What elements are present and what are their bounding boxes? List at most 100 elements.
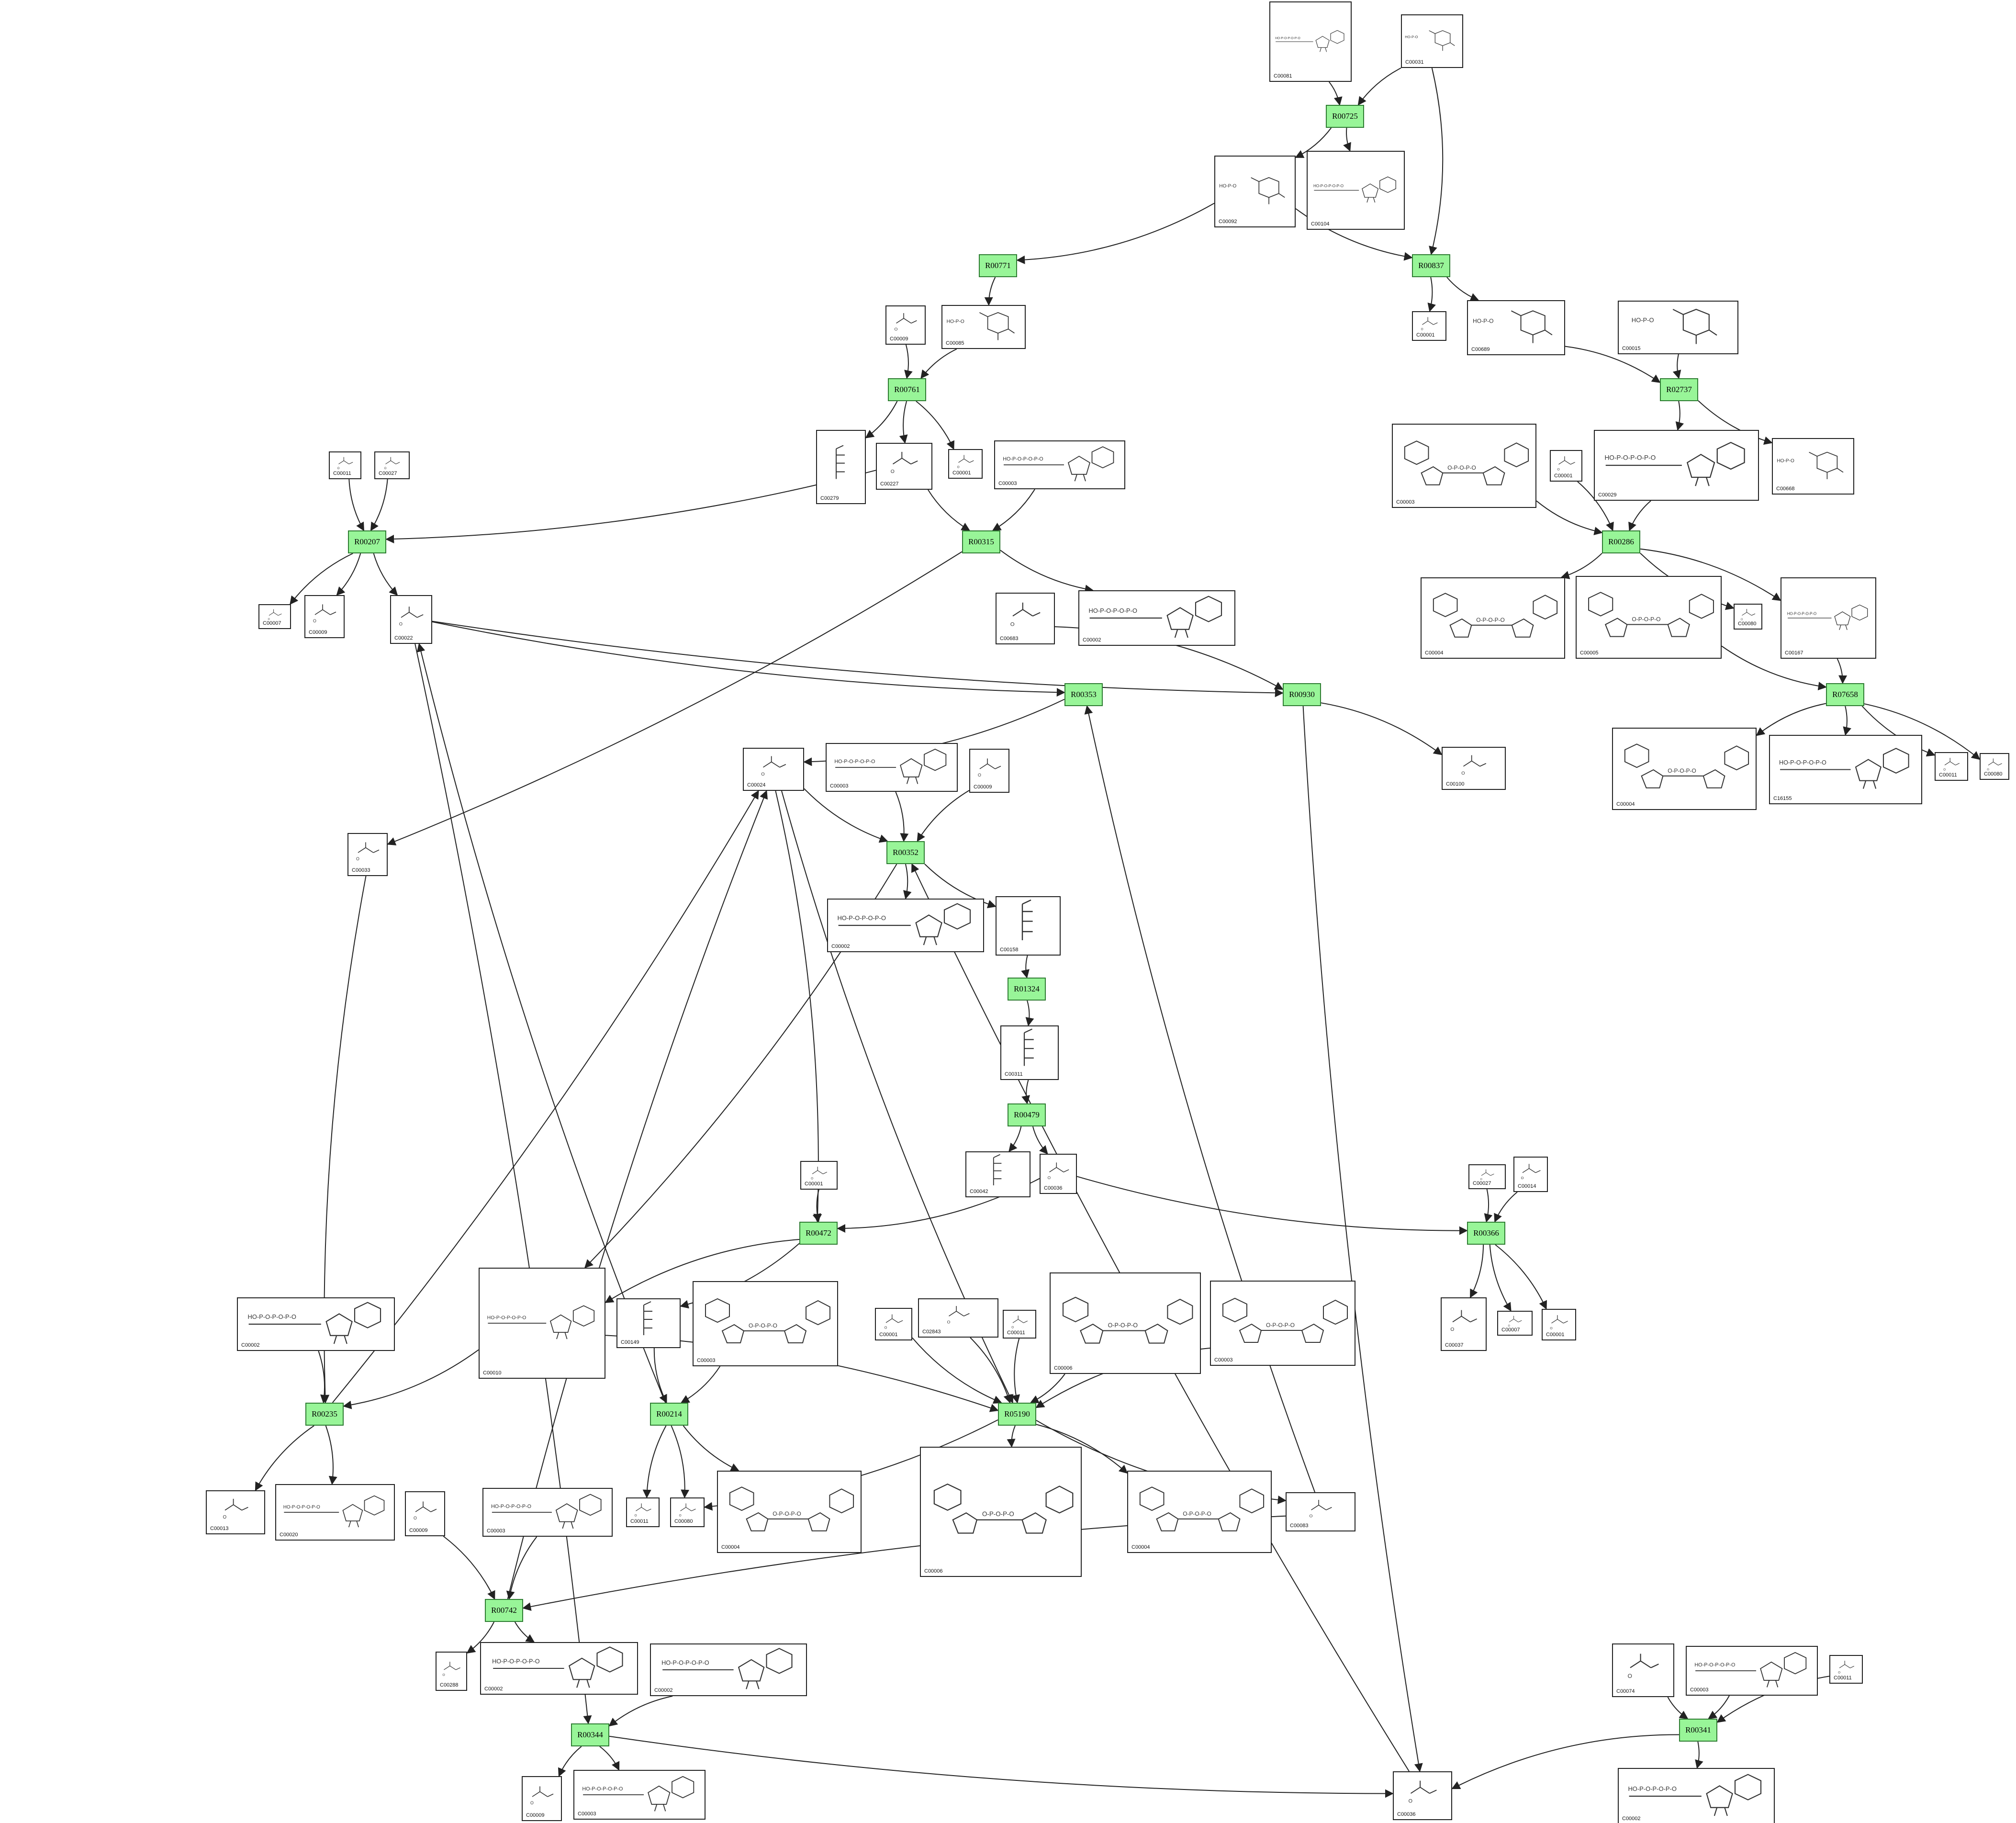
reaction-r00725[interactable]: R00725 bbox=[1326, 105, 1364, 128]
reaction-r00286[interactable]: R00286 bbox=[1602, 530, 1640, 553]
reaction-r02737[interactable]: R02737 bbox=[1660, 378, 1698, 401]
reaction-r00472[interactable]: R00472 bbox=[799, 1222, 838, 1245]
reaction-r00771[interactable]: R00771 bbox=[979, 254, 1017, 277]
reaction-r00366[interactable]: R00366 bbox=[1467, 1222, 1505, 1245]
compound-c00279[interactable]: C00279 bbox=[816, 430, 866, 504]
reaction-r01324[interactable]: R01324 bbox=[1008, 978, 1046, 1001]
compound-c00311[interactable]: C00311 bbox=[1000, 1025, 1059, 1080]
reaction-r00235[interactable]: R00235 bbox=[305, 1403, 344, 1426]
reaction-r00214[interactable]: R00214 bbox=[650, 1403, 688, 1426]
reaction-r07658[interactable]: R07658 bbox=[1826, 683, 1864, 706]
reaction-r00761[interactable]: R00761 bbox=[888, 378, 926, 401]
reaction-r00479[interactable]: R00479 bbox=[1008, 1103, 1046, 1126]
reaction-r00837[interactable]: R00837 bbox=[1412, 254, 1450, 277]
reaction-r00315[interactable]: R00315 bbox=[962, 530, 1000, 553]
reaction-r00352[interactable]: R00352 bbox=[886, 841, 925, 864]
compound-c00042[interactable]: C00042 bbox=[965, 1151, 1030, 1197]
reaction-r00742[interactable]: R00742 bbox=[485, 1599, 523, 1622]
reaction-r00353[interactable]: R00353 bbox=[1064, 683, 1103, 706]
reaction-r05190[interactable]: R05190 bbox=[998, 1403, 1036, 1426]
reaction-r00341[interactable]: R00341 bbox=[1679, 1719, 1717, 1742]
edge-r00214-to-c00004c bbox=[683, 1425, 739, 1472]
reaction-r00344[interactable]: R00344 bbox=[571, 1723, 609, 1746]
reaction-r00207[interactable]: R00207 bbox=[348, 530, 386, 553]
compound-c00158[interactable]: C00158 bbox=[996, 896, 1061, 956]
reaction-r00930[interactable]: R00930 bbox=[1283, 683, 1321, 706]
compound-c00149[interactable]: C00149 bbox=[616, 1298, 681, 1348]
